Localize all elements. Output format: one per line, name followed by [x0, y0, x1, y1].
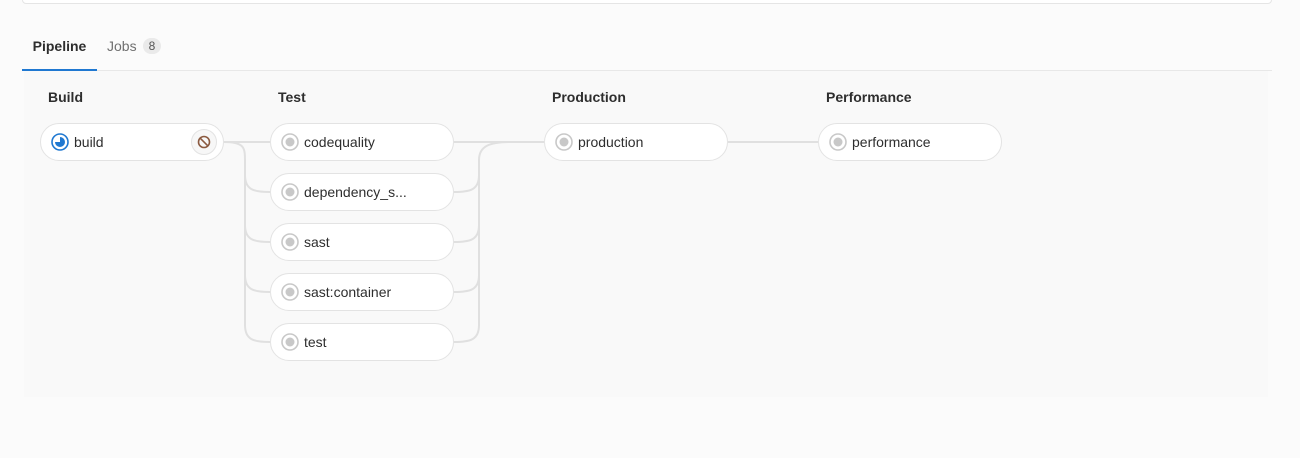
- status-created-icon: [829, 133, 847, 151]
- stage-title-build: Build: [48, 89, 83, 105]
- status-created-icon: [281, 183, 299, 201]
- job-name: sast:container: [304, 284, 392, 300]
- status-created-icon: [281, 333, 299, 351]
- job-name: production: [578, 134, 644, 150]
- tab-pipeline[interactable]: Pipeline: [22, 22, 97, 71]
- status-created-icon: [281, 233, 299, 251]
- status-created-icon: [281, 133, 299, 151]
- status-created-icon: [555, 133, 573, 151]
- cancel-button[interactable]: [191, 129, 217, 155]
- tab-jobs-label: Jobs: [107, 38, 137, 54]
- stage-title-performance: Performance: [826, 89, 912, 105]
- cancel-icon: [197, 135, 211, 149]
- status-created-icon: [281, 283, 299, 301]
- pipeline-tabs: Pipeline Jobs 8: [22, 22, 1272, 71]
- job-codequality[interactable]: codequality: [270, 123, 454, 161]
- tab-jobs[interactable]: Jobs 8: [107, 22, 162, 70]
- status-running-icon: [51, 133, 69, 151]
- top-panel-edge: [22, 0, 1272, 4]
- job-test[interactable]: test: [270, 323, 454, 361]
- job-name: build: [74, 134, 104, 150]
- job-sast[interactable]: sast: [270, 223, 454, 261]
- tab-pipeline-label: Pipeline: [32, 37, 87, 54]
- job-performance[interactable]: performance: [818, 123, 1002, 161]
- jobs-count-badge: 8: [142, 38, 162, 54]
- job-name: dependency_s...: [304, 184, 407, 200]
- job-name: sast: [304, 234, 330, 250]
- job-name: test: [304, 334, 327, 350]
- job-build[interactable]: build: [40, 123, 224, 161]
- job-production[interactable]: production: [544, 123, 728, 161]
- job-name: performance: [852, 134, 931, 150]
- job-sast-container[interactable]: sast:container: [270, 273, 454, 311]
- stage-title-test: Test: [278, 89, 306, 105]
- job-name: codequality: [304, 134, 375, 150]
- stage-title-production: Production: [552, 89, 626, 105]
- job-dependency-scanning[interactable]: dependency_s...: [270, 173, 454, 211]
- pipeline-graph: [24, 71, 1268, 397]
